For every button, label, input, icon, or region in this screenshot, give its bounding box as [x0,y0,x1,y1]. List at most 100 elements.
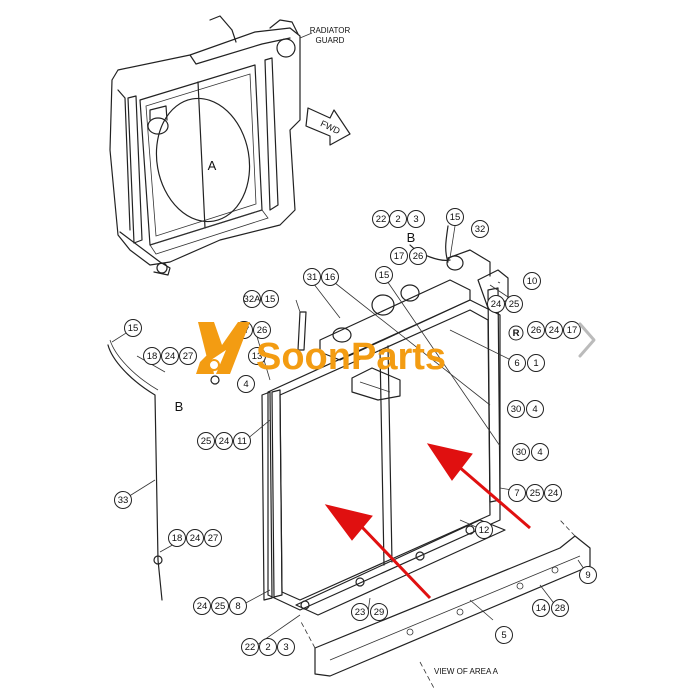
callout-11: 11 [233,432,251,450]
callout-17: 17 [563,321,581,339]
callout-label: 24 [197,601,208,612]
callout-24: 24 [545,321,563,339]
overflow-tube [107,339,220,601]
callout-label: 24 [491,299,502,310]
top-hose [409,225,451,263]
callout-2: 2 [259,638,277,656]
callout-3: 3 [277,638,295,656]
callout-24: 24 [186,529,204,547]
callout-9: 9 [579,566,597,584]
airflow-arrow-right [426,443,531,530]
callout-24: 24 [544,484,562,502]
callout-18: 18 [143,347,161,365]
callout-label: 17 [567,325,578,336]
callout-label: 18 [147,351,158,362]
callout-27: 27 [204,529,222,547]
watermark-text: SoonParts [256,336,446,378]
callout-5: 5 [495,626,513,644]
callout-25: 25 [197,432,215,450]
callout-15: 15 [261,290,279,308]
callout-label: 4 [243,379,248,390]
callout-label: 4 [537,447,542,458]
callout-label: 25 [215,601,226,612]
callout-3: 3 [407,210,425,228]
callout-label: 11 [237,436,247,447]
callout-17: 17 [390,247,408,265]
callout-label: 27 [183,351,194,362]
callout-label: 31 [307,272,318,283]
callout-label: 4 [532,404,537,415]
callout-10: 10 [523,272,541,290]
callout-label: 6 [514,358,519,369]
callout-label: 5 [501,630,506,641]
callout-R: R [508,325,524,341]
callout-24: 24 [487,295,505,313]
radiator-guard-label-2: GUARD [316,36,345,45]
callout-22: 22 [372,210,390,228]
callout-7: 7 [508,484,526,502]
callout-16: 16 [321,268,339,286]
callout-label: 3 [413,214,418,225]
callout-label: 15 [450,212,461,223]
callout-26: 26 [253,321,271,339]
callout-label: 30 [516,447,527,458]
callout-label: 2 [395,214,400,225]
callout-label: 14 [536,603,547,614]
callout-label: 13 [252,351,263,362]
callout-4: 4 [531,443,549,461]
fwd-label: FWD [319,118,342,136]
callout-32: 32 [471,220,489,238]
callout-label: 24 [219,436,230,447]
callout-label: 9 [585,570,590,581]
callout-15: 15 [446,208,464,226]
callout-label: 10 [527,276,538,287]
callout-label: 30 [511,404,522,415]
callout-label: 24 [190,533,201,544]
callout-label: 25 [530,488,541,499]
machine-overview [109,15,313,276]
view-b-top-label: B [407,230,416,245]
callout-23: 23 [351,603,369,621]
callout-label: 27 [208,533,219,544]
callout-label: 24 [549,325,560,336]
callout-28: 28 [551,599,569,617]
callout-32A: 32A [243,290,262,308]
callout-label: 26 [531,325,542,336]
leader-lines [111,225,589,648]
airflow-arrow-left [324,504,432,600]
callout-33: 33 [114,491,132,509]
callout-label: 33 [118,495,129,506]
callout-label: 3 [283,642,288,653]
callout-6: 6 [508,354,526,372]
callout-29: 29 [370,603,388,621]
callout-label: 16 [325,272,336,283]
callout-14: 14 [532,599,550,617]
radiator-guard-label-1: RADIATOR [310,26,351,35]
callout-12: 12 [475,521,493,539]
next-image-button[interactable] [568,318,598,362]
watermark-logo-icon [196,322,250,374]
callout-15: 15 [375,266,393,284]
callout-30: 30 [512,443,530,461]
callout-15: 15 [124,319,142,337]
callout-label: 23 [355,607,366,618]
callout-26: 26 [527,321,545,339]
callout-label: 26 [257,325,268,336]
callout-label: 2 [265,642,270,653]
callout-13: 13 [248,347,266,365]
chevron-right-icon [578,322,596,358]
callout-label: 24 [165,351,176,362]
callout-label: 32A [244,294,262,305]
view-b-left-label: B [175,399,184,414]
callout-2: 2 [389,210,407,228]
callout-label: 1 [533,358,538,369]
callout-4: 4 [237,375,255,393]
view-of-area-label: VIEW OF AREA A [434,667,499,676]
callout-18: 18 [168,529,186,547]
callout-label: 8 [235,601,240,612]
callout-26: 26 [409,247,427,265]
fwd-arrow: FWD [305,107,351,146]
callout-31: 31 [303,268,321,286]
callout-label: 22 [245,642,256,653]
